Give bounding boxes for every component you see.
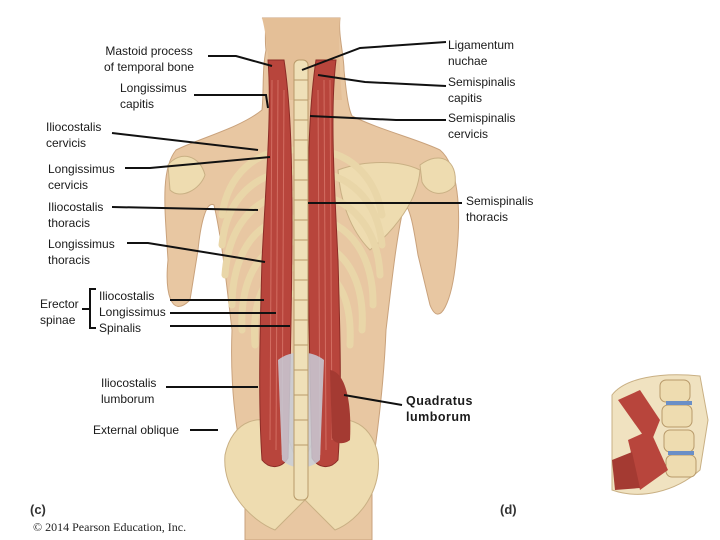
leader-iliocostalis-cervicis [111,132,259,151]
label-semispinalis-thoracis: Semispinalis thoracis [466,194,534,224]
inset-d-image [611,374,709,495]
label-erector-spinae-group: Iliocostalis Longissimus Spinalis [99,289,166,335]
leader-semispinalis-cervicis [309,115,446,121]
copyright-notice: © 2014 Pearson Education, Inc. [33,520,187,534]
leader-erector-bracket [89,288,96,329]
label-semispinalis-cervicis: Semispinalis cervicis [448,111,516,141]
label-longissimus-cervicis: Longissimus cervicis [48,162,115,192]
label-erector-spinae: Erector spinae [40,297,79,327]
leader-semispinalis-capitis [317,74,447,87]
leader-longissimus-capitis [194,94,269,109]
label-quadratus-lumborum: Quadratus lumborum [406,394,474,424]
label-longissimus-capitis: Longissimus capitis [120,81,187,111]
humerus-head-right [419,157,456,194]
vertebral-column [293,59,309,501]
label-semispinalis-capitis: Semispinalis capitis [448,75,516,105]
label-iliocostalis-cervicis: Iliocostalis cervicis [46,120,102,150]
quadratus-lumborum-muscle [330,370,351,444]
label-external-oblique: External oblique [93,423,180,437]
label-iliocostalis-lumborum: Iliocostalis lumborum [101,376,157,406]
label-mastoid-process: Mastoid process of temporal bone [104,44,195,74]
label-ligamentum-nuchae: Ligamentum nuchae [448,38,515,68]
leader-longissimus-thoracis [127,242,266,263]
panel-label-d: (d) [500,502,517,517]
leader-mastoid [208,55,273,67]
leader-ligamentum-nuchae [301,41,447,71]
leader-longissimus-cervicis [125,156,271,169]
panel-label-c: (c) [30,502,46,517]
leader-quadratus-lumborum [343,394,403,406]
leader-lines [82,41,462,431]
leader-iliocostalis-thoracis [111,206,259,211]
label-longissimus-thoracis: Longissimus thoracis [48,237,115,267]
label-iliocostalis-thoracis: Iliocostalis thoracis [48,200,104,230]
